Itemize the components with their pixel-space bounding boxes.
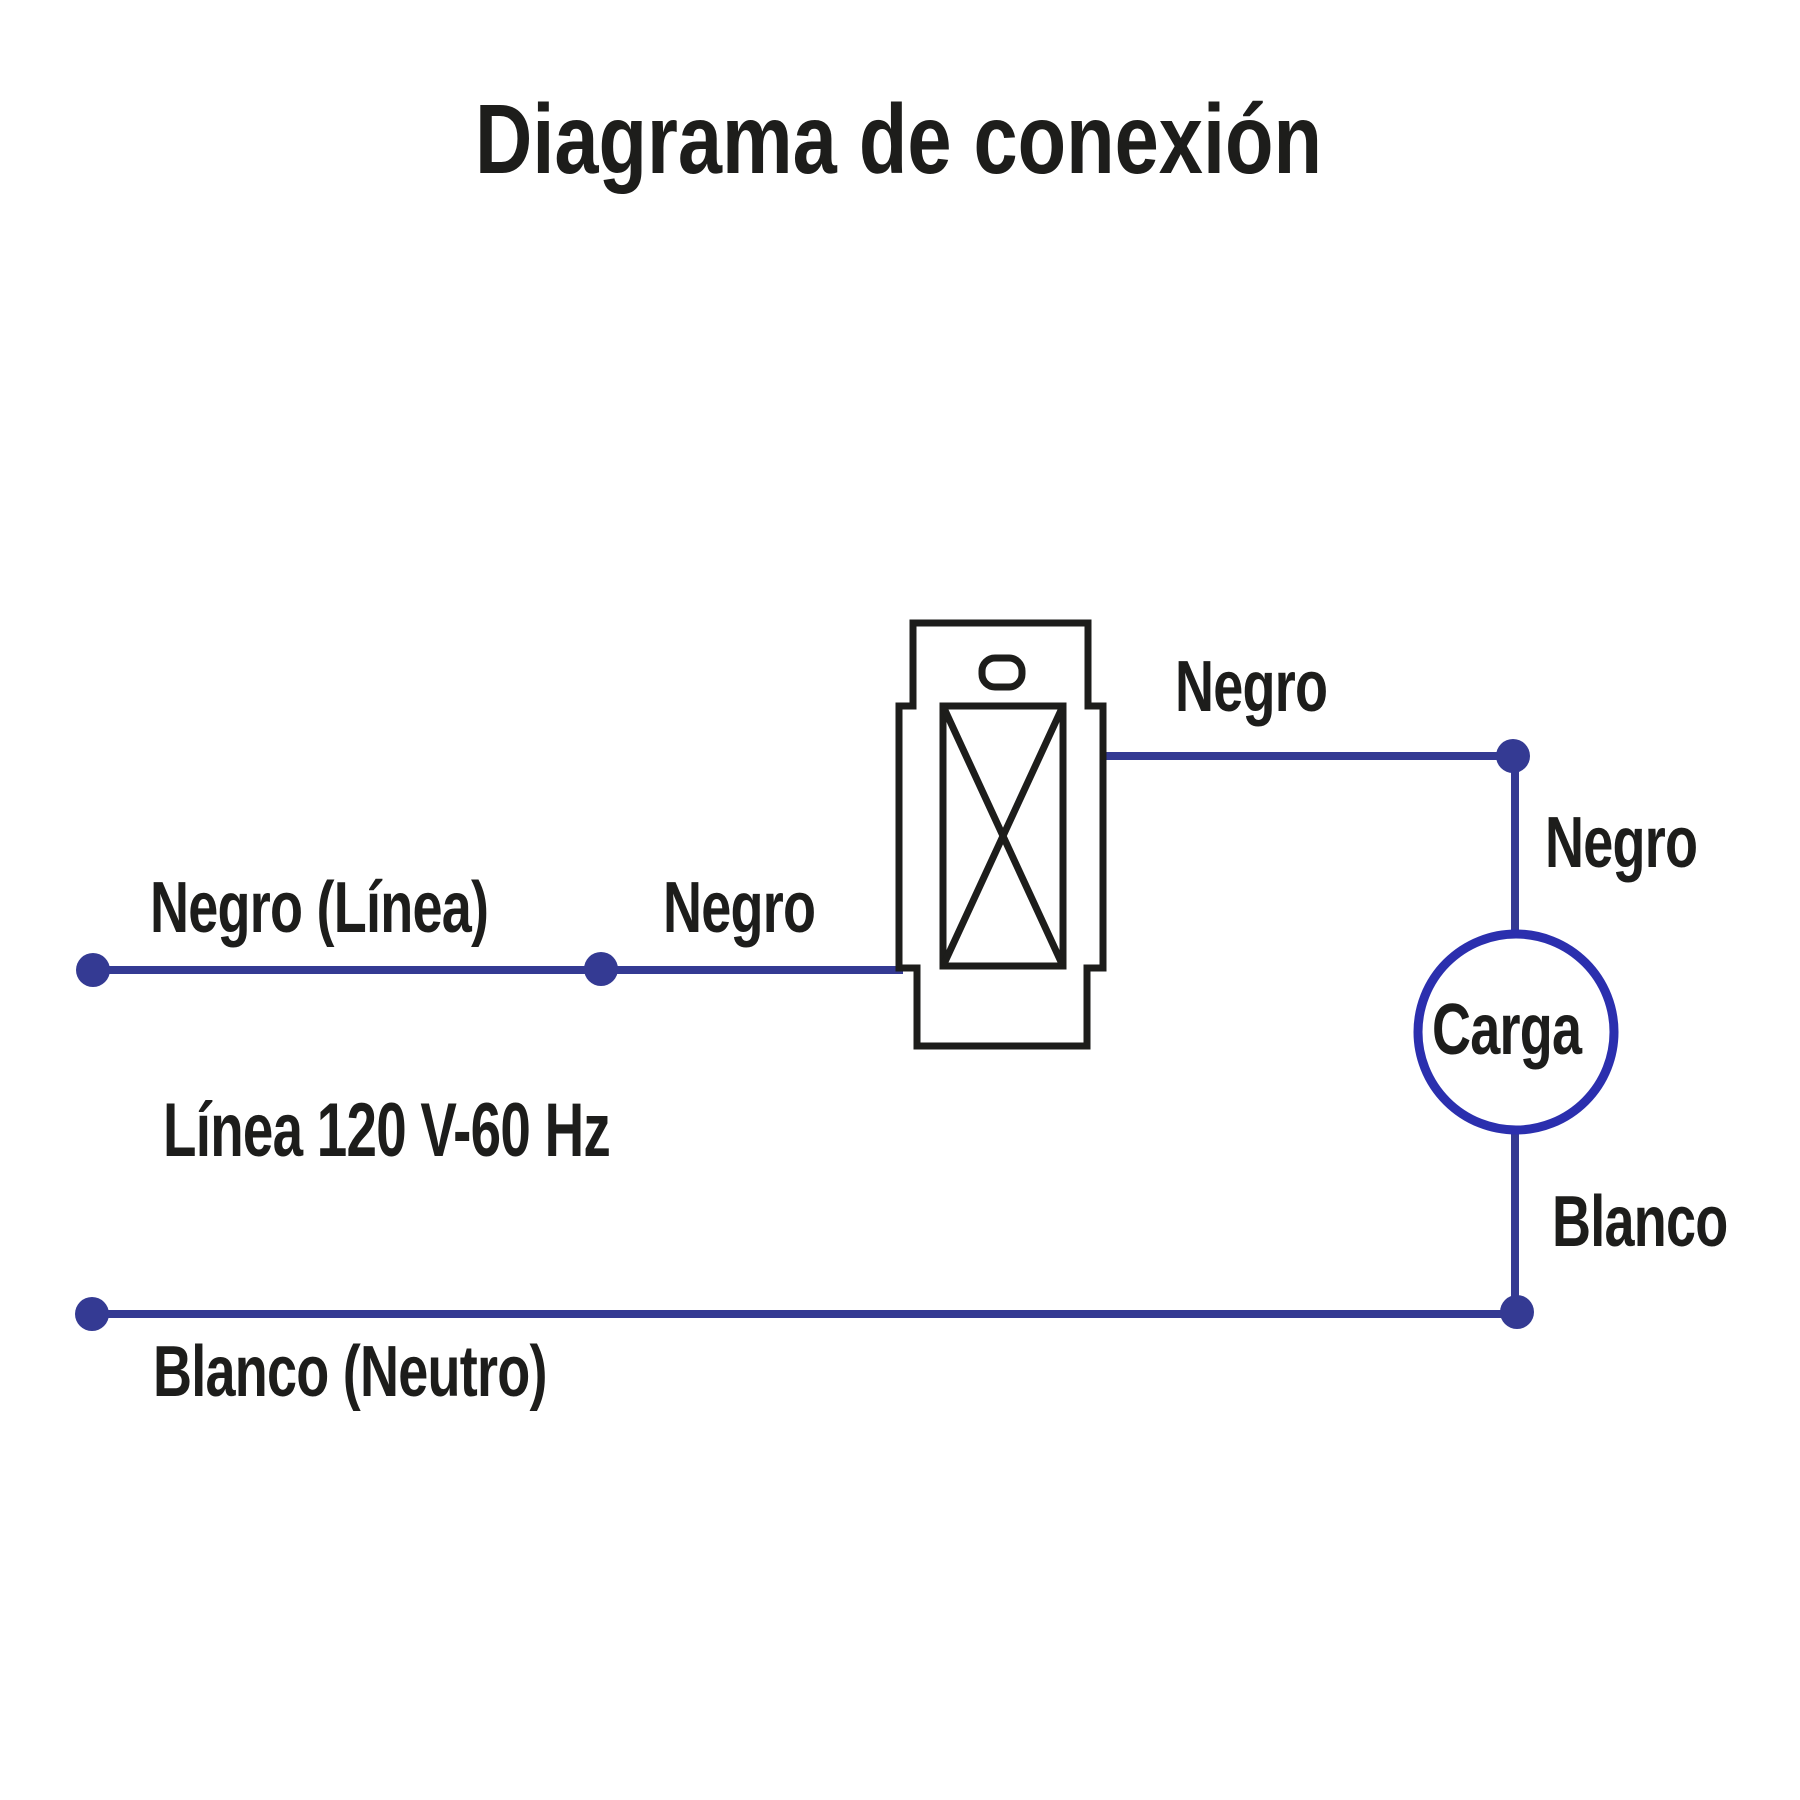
label-blanco-load-out: Blanco [1552,1182,1728,1262]
label-negro-load-in: Negro [1545,803,1698,883]
terminal-dot-line-left [76,953,110,987]
switch-x-diagonal-2 [939,704,1067,968]
switch-toggle-slot-icon [978,654,1026,691]
junction-dot-line-mid [584,952,618,986]
load-circle [1413,929,1619,1135]
label-carga: Carga [1432,990,1582,1070]
label-blanco-neutro: Blanco (Neutro) [153,1332,548,1412]
label-negro-mid: Negro [663,868,816,948]
junction-dot-load-neutral [1500,1295,1534,1329]
label-negro-switch-out: Negro [1175,647,1328,727]
label-negro-linea: Negro (Línea) [150,868,489,948]
terminal-dot-neutral-left [75,1297,109,1331]
junction-dot-switch-out [1496,739,1530,773]
page-title: Diagrama de conexión [475,84,1322,194]
label-line-spec: Línea 120 V-60 Hz [163,1088,611,1173]
